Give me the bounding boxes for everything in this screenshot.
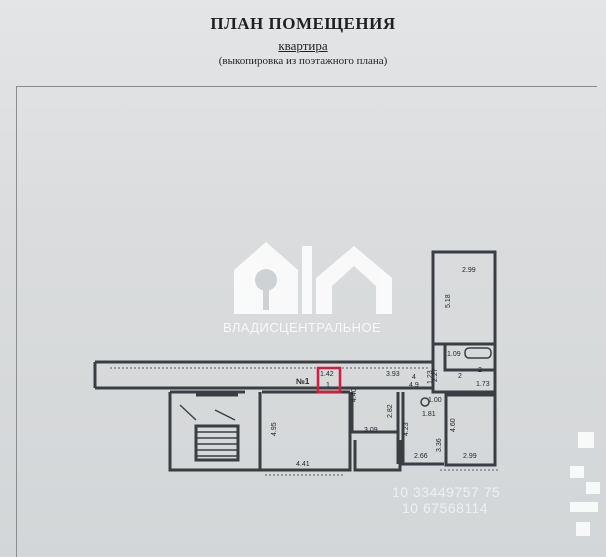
label-vert-440: 4.40 <box>351 388 358 402</box>
label-bath-width: 1.09 <box>447 351 461 358</box>
label-vert-423: 4.23 <box>403 422 410 436</box>
label-room-marker: №1 <box>296 377 310 386</box>
plan-frame <box>16 86 597 557</box>
label-kitchen-width: 2.66 <box>414 453 428 460</box>
label-room-br-height: 4.60 <box>450 418 457 432</box>
staircase <box>194 393 240 462</box>
label-room-top-width: 2.99 <box>462 267 476 274</box>
page-title: ПЛАН ПОМЕЩЕНИЯ <box>210 14 396 33</box>
label-vert-181: 1.81 <box>422 411 436 418</box>
lower-outline <box>168 390 402 472</box>
page-subtitle: квартира <box>278 38 328 53</box>
label-bath-height: 2 <box>458 373 462 380</box>
label-kitchen-309: 3.09 <box>364 427 378 434</box>
room-bottom-right <box>444 393 497 467</box>
label-corridor-number: 1 <box>326 382 330 389</box>
label-vert-336: 3.36 <box>436 438 443 452</box>
label-corridor-left: 1.42 <box>320 371 334 378</box>
label-vert-282: 2.82 <box>387 404 394 418</box>
phone-watermark-1: 10 33449757 75 <box>392 484 501 500</box>
label-vert-100: 1.00 <box>428 397 442 404</box>
phone-watermark-2: 10 67568114 <box>402 500 489 516</box>
label-small-49: 4.9 <box>409 382 419 389</box>
label-small-4: 4 <box>412 374 416 381</box>
label-wall-123: 1.23 <box>427 370 434 384</box>
label-room-top-height: 5.18 <box>445 294 452 308</box>
sink-icon <box>420 397 430 407</box>
corner-logo-icon <box>570 432 600 536</box>
label-room-br-width: 2.99 <box>463 453 477 460</box>
label-room-big-height: 4.95 <box>271 422 278 436</box>
highlighted-room <box>316 366 342 394</box>
label-closet: 2 <box>478 367 482 374</box>
right-column-wall <box>431 344 497 394</box>
agency-logo-icon <box>234 242 392 314</box>
label-closet-width: 1.73 <box>476 381 490 388</box>
kitchen-walls <box>350 392 444 466</box>
label-closet-height: 2.27 <box>432 368 439 382</box>
room-top-right <box>431 250 497 346</box>
page-note: (выкопировка из поэтажного плана) <box>218 55 388 67</box>
agency-watermark: ВЛАДИСЦЕНТРАЛЬНОЕ <box>222 320 382 335</box>
corridor-wall <box>93 360 433 390</box>
label-room-big-width: 4.41 <box>296 461 310 468</box>
label-corridor-length: 3.93 <box>386 371 400 378</box>
bathtub-icon <box>464 347 492 359</box>
